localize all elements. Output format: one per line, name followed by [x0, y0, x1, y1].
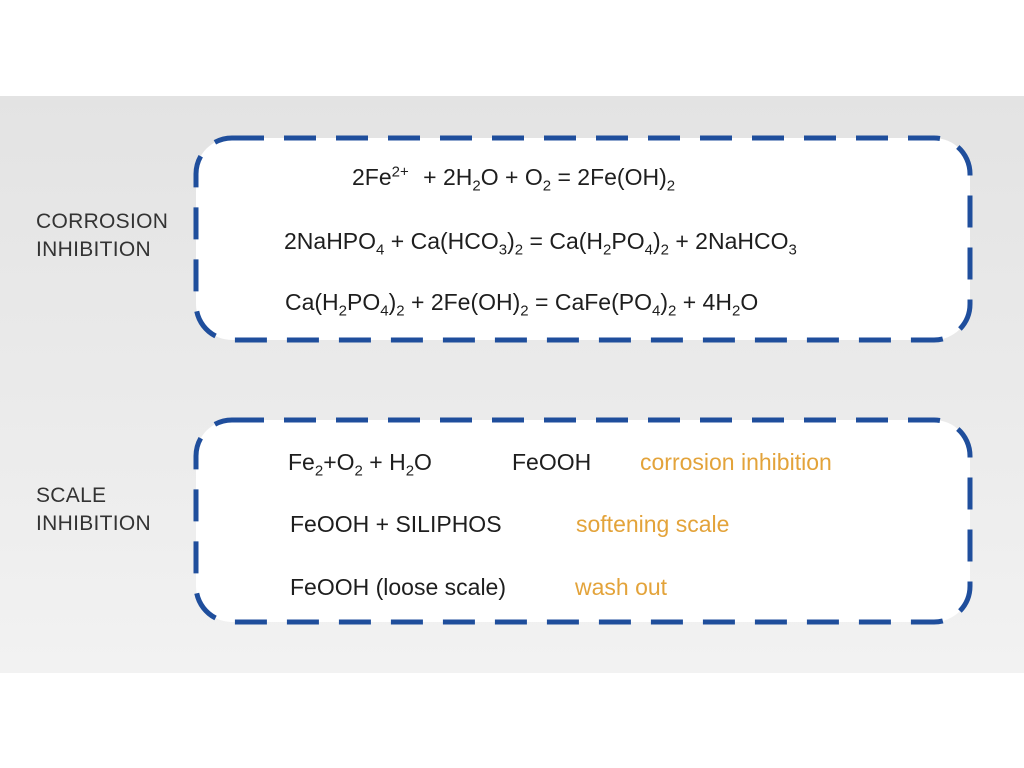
eq2-part: + Ca(HCO: [384, 228, 499, 254]
eq2-part: = Ca(H: [523, 228, 604, 254]
scale-row-1-note: corrosion inhibition: [640, 449, 832, 475]
eq1-sub: 2: [472, 177, 481, 195]
scale-inhibition-label: SCALE INHIBITION: [36, 482, 151, 538]
eq3-sub: 4: [651, 302, 661, 320]
eq3-part: = CaFe(PO: [528, 289, 652, 315]
scale-row-3-note: wash out: [575, 574, 668, 600]
eq2-sub: 3: [498, 241, 508, 259]
eq2-sub: 2: [603, 241, 612, 259]
eq2-sub: 2: [660, 241, 669, 259]
corrosion-inhibition-label: CORROSION INHIBITION: [36, 208, 168, 264]
row1-sub: 2: [354, 462, 363, 480]
scale-label-line2: INHIBITION: [36, 512, 152, 535]
eq2-part: ): [652, 228, 661, 254]
eq3-part: ): [660, 289, 668, 315]
scale-row-1-product: FeOOH: [512, 449, 592, 475]
eq1-sup: 2+: [391, 163, 409, 181]
eq3-part: + 4H: [676, 289, 732, 315]
row1-sub: 2: [405, 462, 415, 480]
eq3-sub: 2: [338, 302, 348, 320]
row1-part: Fe: [288, 449, 315, 475]
equation-3: Ca(H2PO4)2 + 2Fe(OH)2 = CaFe(PO4)2 + 4H2…: [285, 287, 759, 320]
eq2-part: + 2NaHCO: [668, 228, 789, 254]
eq3-part: ): [388, 289, 397, 315]
eq1-sub: 2: [542, 177, 552, 195]
row1-part: + H: [362, 449, 406, 475]
equation-1: 2Fe2+ + 2H2O + O2 = 2Fe(OH)2: [352, 162, 676, 195]
eq2-sub: 2: [514, 241, 524, 259]
eq2-sub: 4: [376, 241, 385, 259]
eq1-sub: 2: [666, 177, 676, 195]
eq3-sub: 2: [396, 302, 405, 320]
eq3-part: + 2Fe(OH): [404, 289, 521, 315]
scale-label-line1: SCALE: [36, 484, 107, 507]
eq3-sub: 4: [380, 302, 389, 320]
eq2-part: ): [507, 228, 515, 254]
eq2-part: 2NaHPO: [284, 228, 377, 254]
eq3-part: Ca(H: [285, 289, 339, 315]
row1-part: +O: [323, 449, 355, 475]
corrosion-box: [193, 135, 973, 343]
eq3-part: O: [740, 289, 759, 315]
row1-part: O: [414, 449, 432, 475]
corrosion-label-line2: INHIBITION: [36, 238, 152, 261]
scale-box: [193, 417, 973, 625]
scale-row-3: FeOOH (loose scale): [290, 574, 507, 600]
equation-2: 2NaHPO4 + Ca(HCO3)2 = Ca(H2PO4)2 + 2NaHC…: [284, 226, 797, 259]
eq3-sub: 2: [520, 302, 529, 320]
row1-sub: 2: [314, 462, 324, 480]
scale-row-2-note: softening scale: [576, 511, 730, 537]
eq2-part: PO: [611, 228, 645, 254]
eq1-part: = 2Fe(OH): [551, 164, 667, 190]
eq1-part: 2Fe: [352, 164, 392, 190]
scale-row-2: FeOOH + SILIPHOS: [290, 511, 502, 537]
eq2-sub: 4: [644, 241, 653, 259]
eq1-part: O + O: [480, 164, 543, 190]
scale-row-1: Fe2+O2 + H2O: [288, 447, 432, 480]
eq3-sub: 2: [668, 302, 677, 320]
eq1-part: + 2H: [416, 164, 473, 190]
eq3-sub: 2: [731, 302, 741, 320]
corrosion-label-line1: CORROSION: [36, 210, 169, 233]
eq3-part: PO: [347, 289, 381, 315]
eq2-sub: 3: [788, 241, 797, 259]
